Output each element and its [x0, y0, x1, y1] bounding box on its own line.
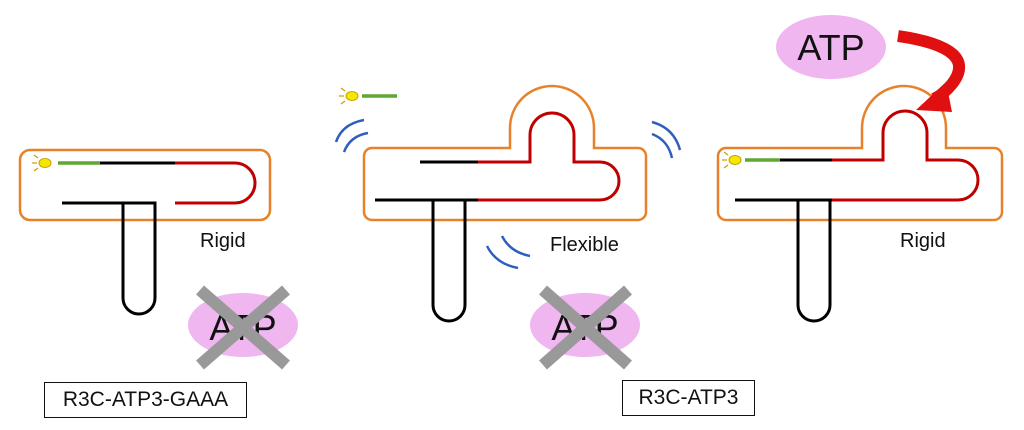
left-outline: [18, 148, 272, 222]
middle-stem: [375, 198, 478, 323]
right-ribozyme-strand: [832, 109, 980, 202]
right-panel: Rigid ATP: [716, 15, 1004, 323]
left-ribozyme-strand: [175, 161, 257, 205]
fluorophore-icon: [721, 151, 742, 169]
cross-icon: [196, 285, 290, 370]
middle-outline: [362, 84, 648, 222]
right-stem: [735, 198, 832, 323]
fluorophore-icon: [31, 154, 52, 172]
left-state-label: Rigid: [200, 230, 246, 252]
motion-arc-icon: [651, 120, 682, 159]
right-atp-bound: ATP: [776, 15, 886, 79]
cross-icon: [539, 285, 632, 370]
right-state-label: Rigid: [900, 230, 946, 252]
middle-panel: Flexible ATP: [334, 84, 682, 370]
right-outline: [716, 84, 1004, 222]
left-atp-crossed: ATP: [188, 285, 298, 370]
motion-arc-icon: [485, 235, 531, 270]
construct-label-left: R3C-ATP3-GAAA: [44, 382, 247, 418]
middle-ribozyme-strand: [478, 111, 621, 202]
left-stem: [62, 201, 157, 316]
middle-state-label: Flexible: [550, 234, 619, 256]
left-panel: Rigid ATP: [18, 148, 298, 370]
construct-label-right: R3C-ATP3: [622, 380, 755, 416]
motion-arc-icon: [334, 118, 369, 153]
right-atp-label: ATP: [797, 27, 864, 68]
middle-atp-crossed: ATP: [530, 285, 640, 370]
fluorophore-icon: [338, 87, 359, 105]
curved-arrow-icon: [897, 30, 966, 112]
